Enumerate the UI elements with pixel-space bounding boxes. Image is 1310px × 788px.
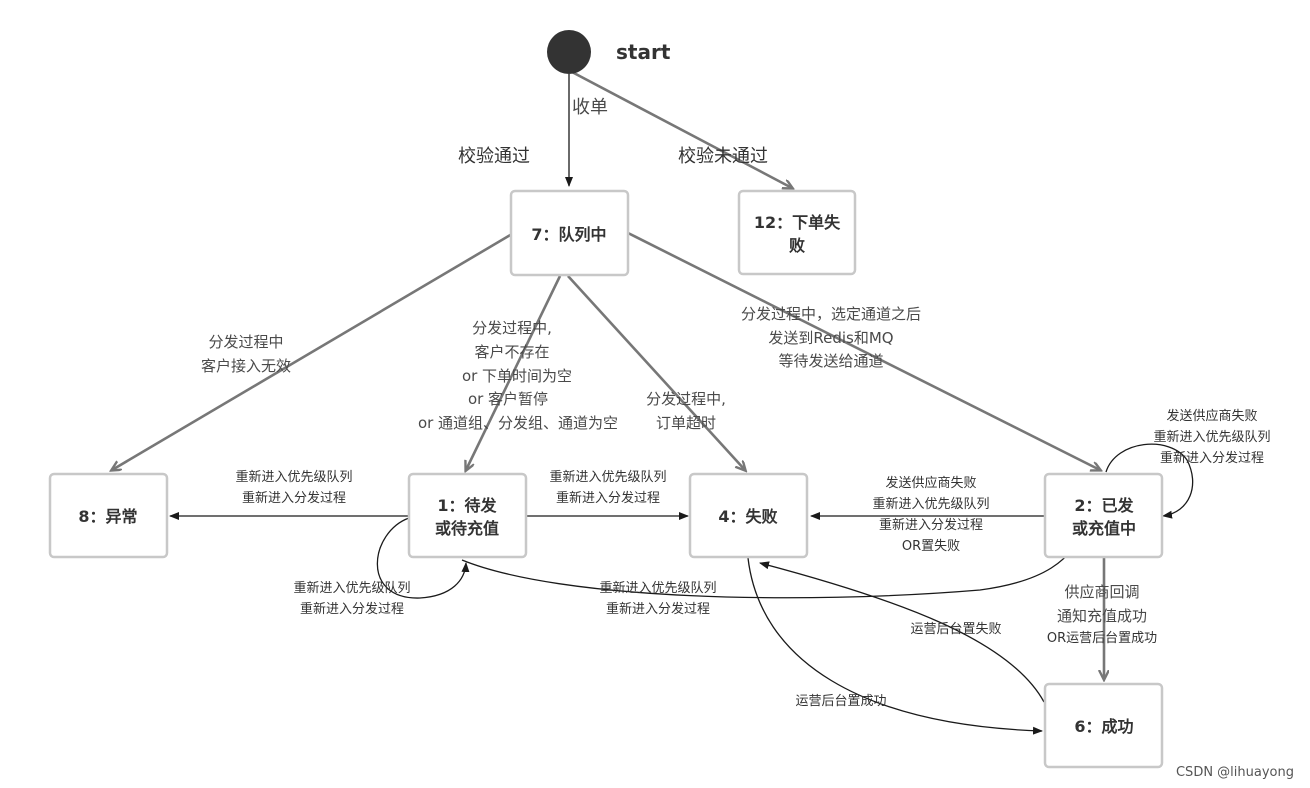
label-retry-self-pending-line2: 重新进入分发过程 (300, 601, 404, 617)
label-sending-to-failed: 发送供应商失败 重新进入优先级队列 重新进入分发过程 OR置失败 (872, 475, 989, 554)
label-dist-selected: 分发过程中，选定通道之后 发送到Redis和MQ 等待发送给通道 (741, 305, 921, 370)
label-retry-to-failed: 重新进入优先级队列 重新进入分发过程 (549, 469, 666, 506)
label-sending-self-line3: 重新进入分发过程 (1160, 450, 1264, 466)
label-dist-timeout-line2: 订单超时 (656, 414, 716, 432)
label-retry-to-failed-line1: 重新进入优先级队列 (549, 469, 666, 485)
node-queue-label: 7：队列中 (531, 225, 606, 244)
label-sending-self: 发送供应商失败 重新进入优先级队列 重新进入分发过程 (1153, 408, 1270, 466)
label-retry-to-sending-line2: 重新进入分发过程 (606, 601, 710, 617)
label-sending-to-failed-line2: 重新进入优先级队列 (872, 496, 989, 512)
edges (112, 70, 1194, 735)
edge-queue-to-failed (567, 275, 745, 470)
label-sending-to-failed-line3: 重新进入分发过程 (879, 517, 983, 533)
label-dist-empty-line5: or 通道组、分发组、通道为空 (418, 414, 618, 432)
label-dist-empty-line2: 客户不存在 (474, 343, 549, 361)
node-sending-line2: 或充值中 (1072, 519, 1136, 538)
edge-queue-to-exception (112, 232, 513, 470)
label-verify-fail: 校验未通过 (678, 146, 768, 167)
label-retry-to-exception-line1: 重新进入优先级队列 (235, 469, 352, 485)
label-supplier-callback-line3: OR运营后台置成功 (1047, 631, 1157, 646)
node-pending: 1：待发 或待充值 (407, 472, 528, 559)
start-dot (547, 30, 591, 74)
node-exception-label: 8：异常 (78, 507, 137, 526)
label-sending-self-line1: 发送供应商失败 (1166, 408, 1257, 424)
label-dist-invalid: 分发过程中 客户接入无效 (201, 333, 291, 375)
node-exception: 8：异常 (48, 472, 169, 559)
node-success-label: 6：成功 (1074, 717, 1133, 736)
label-retry-self-pending: 重新进入优先级队列 重新进入分发过程 (293, 580, 410, 617)
node-sending-line1: 2：已发 (1074, 496, 1134, 515)
label-receive: 收单 (572, 97, 608, 118)
label-admin-fail: 运营后台置失败 (910, 622, 1001, 637)
label-dist-selected-line1: 分发过程中，选定通道之后 (741, 305, 921, 323)
label-retry-to-exception-line2: 重新进入分发过程 (242, 490, 346, 506)
label-dist-empty-line3: or 下单时间为空 (462, 367, 572, 385)
label-dist-invalid-line2: 客户接入无效 (201, 357, 291, 375)
label-retry-to-failed-line2: 重新进入分发过程 (556, 490, 660, 506)
edge-start-to-order-fail (571, 70, 792, 188)
node-success: 6：成功 (1043, 682, 1164, 769)
label-sending-to-failed-line1: 发送供应商失败 (885, 475, 976, 491)
label-sending-self-line2: 重新进入优先级队列 (1153, 429, 1270, 445)
node-order-fail-line1: 12：下单失 (754, 213, 841, 232)
node-pending-line2: 或待充值 (435, 519, 499, 538)
label-dist-selected-line3: 等待发送给通道 (778, 352, 883, 370)
edge-queue-to-pending (466, 275, 562, 470)
label-dist-empty-line1: 分发过程中, (472, 319, 552, 337)
edge-queue-to-sending (627, 231, 1100, 470)
label-dist-empty: 分发过程中, 客户不存在 or 下单时间为空 or 客户暂停 or 通道组、分发… (418, 319, 618, 432)
node-sending: 2：已发 或充值中 (1043, 472, 1164, 559)
node-order-fail-line2: 败 (789, 236, 805, 255)
label-dist-timeout-line1: 分发过程中, (646, 390, 726, 408)
edge-pending-to-sending (461, 521, 1087, 599)
edge-success-to-failed (759, 561, 1045, 703)
edge-pending-self-loop (376, 517, 470, 599)
label-verify-pass: 校验通过 (458, 146, 530, 167)
label-admin-success: 运营后台置成功 (795, 694, 886, 709)
edge-failed-to-success (747, 557, 1043, 735)
node-order-fail: 12：下单失 败 (737, 189, 857, 276)
node-failed-label: 4：失败 (718, 507, 777, 526)
label-dist-invalid-line1: 分发过程中 (208, 333, 283, 351)
node-queue: 7：队列中 (509, 189, 630, 277)
label-retry-to-sending-line1: 重新进入优先级队列 (599, 580, 716, 596)
node-failed: 4：失败 (688, 472, 809, 559)
label-dist-empty-line4: or 客户暂停 (468, 390, 548, 408)
node-pending-line1: 1：待发 (437, 496, 497, 515)
label-dist-selected-line2: 发送到Redis和MQ (768, 329, 893, 347)
label-dist-timeout: 分发过程中, 订单超时 (646, 390, 726, 432)
label-retry-to-exception: 重新进入优先级队列 重新进入分发过程 (235, 469, 352, 506)
label-retry-to-sending: 重新进入优先级队列 重新进入分发过程 (599, 580, 716, 617)
start-label: start (616, 40, 671, 64)
watermark: CSDN @lihuayong (1176, 765, 1294, 780)
label-sending-to-failed-line4: OR置失败 (902, 539, 960, 554)
label-retry-self-pending-line1: 重新进入优先级队列 (293, 580, 410, 596)
edge-sending-self-loop (1105, 443, 1194, 519)
label-supplier-callback-line1: 供应商回调 (1064, 583, 1139, 601)
label-supplier-callback-line2: 通知充值成功 (1057, 607, 1147, 625)
label-supplier-callback: 供应商回调 通知充值成功 OR运营后台置成功 (1047, 583, 1157, 646)
